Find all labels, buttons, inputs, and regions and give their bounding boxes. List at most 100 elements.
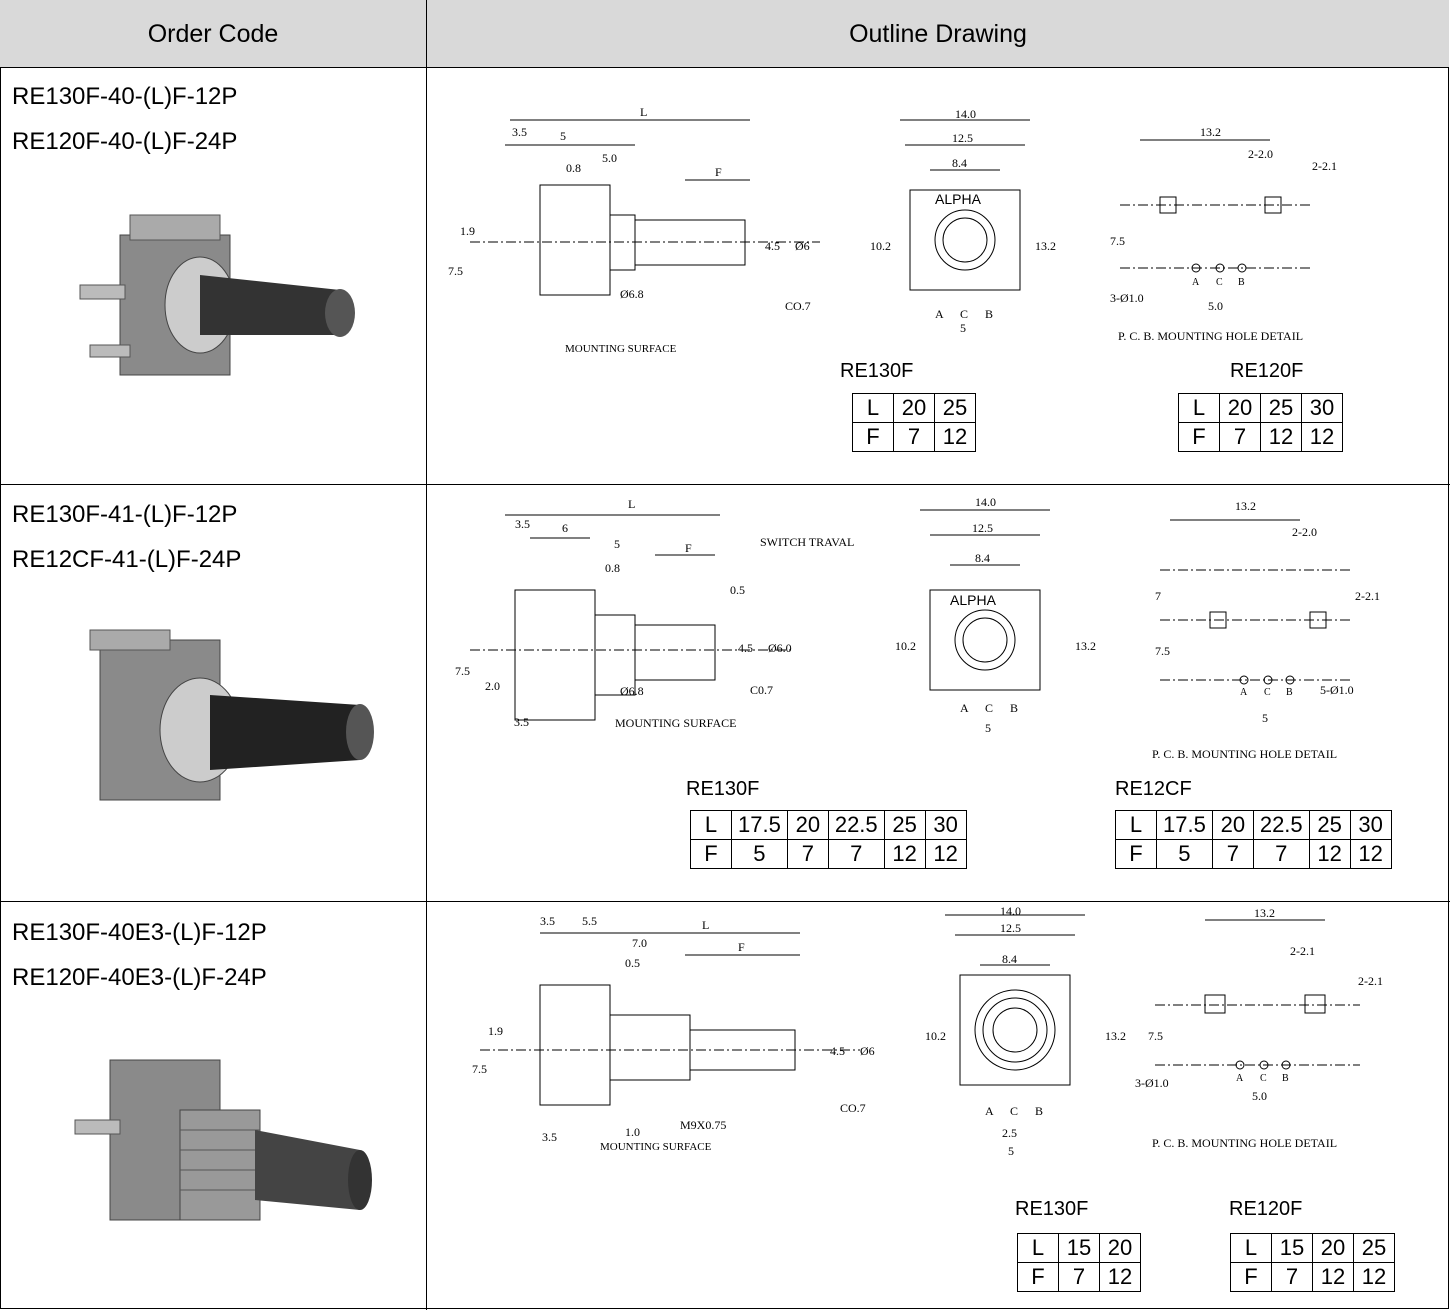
dim-front-3: 8.4 <box>975 551 990 565</box>
table-cell: 30 <box>924 810 967 840</box>
note-side-2: M9X0.75 <box>680 1118 726 1132</box>
table-cell: L <box>1230 1233 1272 1263</box>
pcb-pin-c: C <box>1264 687 1271 698</box>
dim-pcb-1: 13.2 <box>1235 499 1256 513</box>
pcb-pin-a: A <box>1240 687 1248 698</box>
dim-front-5: 13.2 <box>1075 639 1096 653</box>
table-cell: L <box>690 810 732 840</box>
table-cell: 17.5 <box>731 810 788 840</box>
table-cell: 7 <box>1211 839 1254 869</box>
header-outline-drawing-label: Outline Drawing <box>849 20 1027 48</box>
table-cell: 25 <box>883 810 926 840</box>
dim-side-2: 6 <box>562 521 568 535</box>
table-cell: 7 <box>1252 839 1310 869</box>
dim-front-2: 12.5 <box>1000 921 1021 935</box>
row-divider-2 <box>0 901 1450 902</box>
dim-side-11: Ø6.0 <box>768 641 792 655</box>
table-cell: L <box>1178 393 1220 423</box>
table-title-re130f: RE130F <box>840 360 914 382</box>
table-cell: 12 <box>1353 1262 1395 1292</box>
table-cell: 12 <box>1260 422 1302 452</box>
table-cell: F <box>690 839 732 869</box>
table-cell: F <box>1017 1262 1059 1292</box>
table-cell: F <box>1115 839 1157 869</box>
dim-side-4: 0.8 <box>566 161 581 175</box>
table-cell: 7 <box>1219 422 1261 452</box>
table-title-re130f: RE130F <box>1015 1198 1089 1220</box>
header-order-code-label: Order Code <box>147 20 279 48</box>
order-code-6: RE120F-40E3-(L)F-24P <box>12 964 267 991</box>
dim-pcb-4: 7.5 <box>1110 234 1125 248</box>
table-cell: 25 <box>1260 393 1302 423</box>
outline-drawing-1: 3.5 5 L 0.8 5.0 F 1.9 7.5 4.5 Ø6 Ø6.8 CO… <box>430 100 1446 360</box>
table-cell: F <box>1178 422 1220 452</box>
front-pin-c: C <box>985 701 993 715</box>
front-pin-a: A <box>960 701 969 715</box>
dim-pcb-2: 2-2.1 <box>1290 944 1315 958</box>
pcb-caption: P. C. B. MOUNTING HOLE DETAIL <box>1152 747 1337 761</box>
dim-side-8: 7.5 <box>448 264 463 278</box>
dim-side-1: 3.5 <box>512 125 527 139</box>
table-cell: F <box>852 422 894 452</box>
front-pin-b: B <box>985 307 993 321</box>
dim-pcb-4: 7 <box>1155 589 1161 603</box>
dim-pcb-2: 2-2.0 <box>1292 525 1317 539</box>
order-code-4: RE12CF-41-(L)F-24P <box>12 546 242 573</box>
dim-side-5: 0.8 <box>605 561 620 575</box>
table-cell: 7 <box>893 422 935 452</box>
dim-side-11: Ø6 <box>860 1044 875 1058</box>
table-cell: 20 <box>1219 393 1261 423</box>
dim-side-4: 5 <box>614 537 620 551</box>
dim-side-7: 1.9 <box>460 224 475 238</box>
dim-pcb-5: 7.5 <box>1155 644 1170 658</box>
table-cell: 12 <box>1099 1262 1141 1292</box>
pcb-caption: P. C. B. MOUNTING HOLE DETAIL <box>1118 329 1303 343</box>
table-cell: 7 <box>1058 1262 1100 1292</box>
dim-side-6: F <box>738 940 745 954</box>
dim-side-6: F <box>685 541 692 555</box>
pcb-pin-a: A <box>1192 277 1200 288</box>
order-code-2: RE120F-40-(L)F-24P <box>12 128 238 155</box>
dim-front-6: 5 <box>960 321 966 335</box>
dim-front-1: 14.0 <box>955 107 976 121</box>
table-cell: 7 <box>1271 1262 1313 1292</box>
dim-side-5: 5.0 <box>602 151 617 165</box>
dim-front-6: 2.5 <box>1002 1126 1017 1140</box>
front-brand-label: ALPHA <box>950 592 997 608</box>
front-pin-c: C <box>960 307 968 321</box>
dim-front-4: 10.2 <box>925 1029 946 1043</box>
dim-side-7: 1.9 <box>488 1024 503 1038</box>
table-title-re120f: RE120F <box>1229 1198 1303 1220</box>
dim-side-10: Ø6 <box>795 239 810 253</box>
table-cell: 20 <box>893 393 935 423</box>
dim-side-10: 4.5 <box>830 1044 845 1058</box>
dim-pcb-3: 2-2.1 <box>1355 589 1380 603</box>
dim-pcb-7: 5 <box>1262 711 1268 725</box>
pcb-caption: P. C. B. MOUNTING HOLE DETAIL <box>1152 1136 1337 1150</box>
dim-side-2: 5 <box>560 129 566 143</box>
dim-side-3: L <box>628 497 635 511</box>
table-cell: 15 <box>1058 1233 1100 1263</box>
note-side-1: SWITCH TRAVAL <box>760 535 854 549</box>
table-cell: 12 <box>1349 839 1392 869</box>
row-divider-1 <box>0 484 1450 485</box>
dim-front-5: 13.2 <box>1035 239 1056 253</box>
table-cell: 7 <box>827 839 885 869</box>
dim-front-2: 12.5 <box>952 131 973 145</box>
table-cell: 12 <box>1308 839 1351 869</box>
table-cell: L <box>852 393 894 423</box>
order-code-3: RE130F-41-(L)F-12P <box>12 501 238 528</box>
dim-side-9: 3.5 <box>514 715 529 729</box>
table-cell: 22.5 <box>827 810 885 840</box>
